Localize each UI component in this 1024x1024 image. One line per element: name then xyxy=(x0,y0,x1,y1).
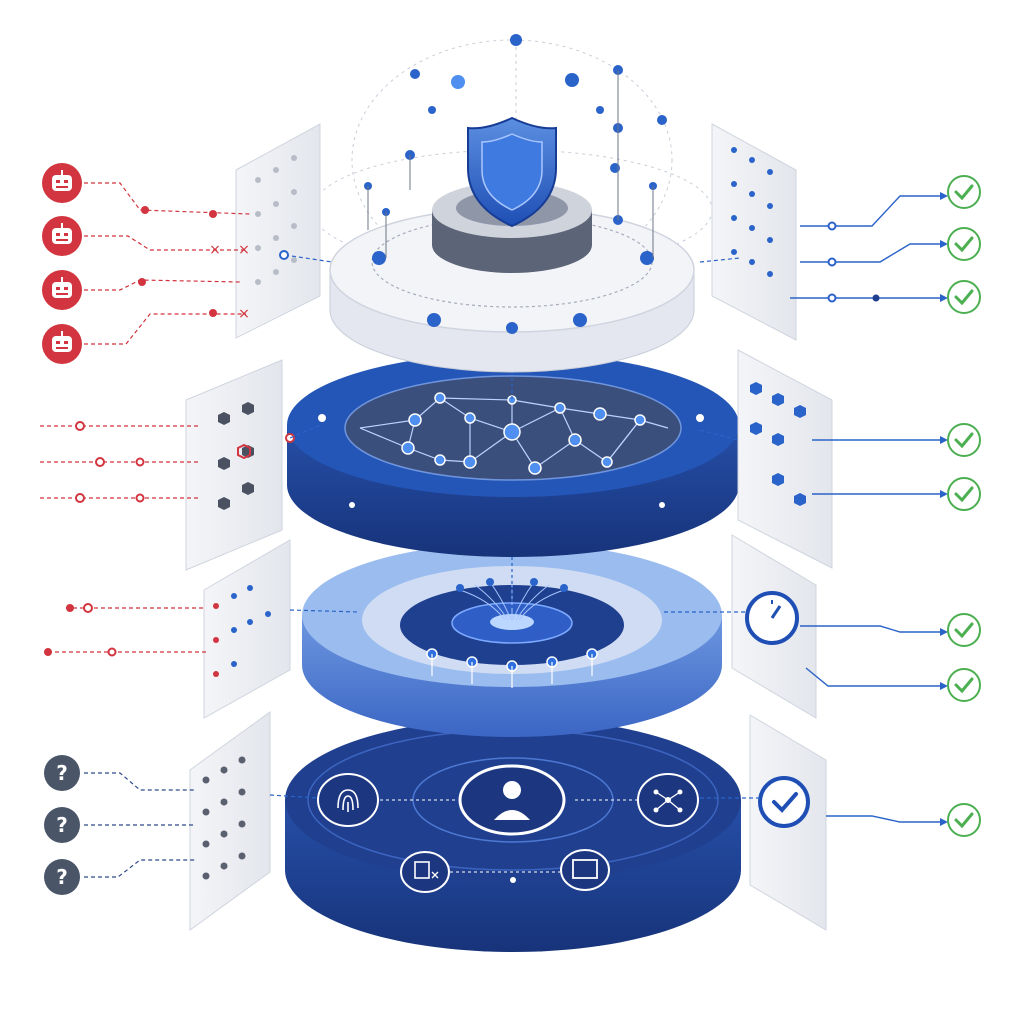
node-graph-icon xyxy=(637,773,699,827)
inner-connectors xyxy=(269,254,760,799)
check-icon-1 xyxy=(947,175,981,209)
threat-icon-2 xyxy=(42,216,82,256)
network-layer xyxy=(287,330,739,557)
check-icon-6 xyxy=(947,613,981,647)
unknown-icon-3: ? xyxy=(44,859,80,895)
data-filter-layer xyxy=(302,515,722,737)
left-panel-2 xyxy=(185,359,283,571)
right-panel-2 xyxy=(737,349,833,569)
unknown-connectors xyxy=(84,772,196,878)
perimeter-layer xyxy=(329,34,695,373)
user-icon xyxy=(458,764,566,836)
funnel-icon xyxy=(459,580,565,621)
check-icon-5 xyxy=(947,477,981,511)
svg-text:×: × xyxy=(209,242,221,258)
check-icon-8 xyxy=(947,803,981,837)
unknown-glyph: ? xyxy=(56,865,68,889)
threat-icon-4 xyxy=(42,324,82,364)
fingerprint-icon xyxy=(317,773,379,827)
svg-text:×: × xyxy=(238,242,250,258)
right-panel-3 xyxy=(731,534,817,719)
output-arrows xyxy=(790,195,940,823)
threat-icon-3 xyxy=(42,270,82,310)
shield-icon xyxy=(467,116,557,228)
output-arrowheads xyxy=(940,192,948,826)
check-icon-3 xyxy=(947,280,981,314)
device-icon xyxy=(400,851,450,893)
check-icon-2 xyxy=(947,227,981,261)
check-icon-4 xyxy=(947,423,981,457)
unknown-icon-1: ? xyxy=(44,755,80,791)
threat-icon-1 xyxy=(42,163,82,203)
unknown-icon-2: ? xyxy=(44,807,80,843)
monitor-icon xyxy=(560,849,610,891)
check-icons xyxy=(947,175,981,837)
right-panel-1 xyxy=(711,123,797,341)
identity-layer xyxy=(285,718,741,952)
check-badge-icon xyxy=(758,776,810,828)
right-panel-4 xyxy=(749,714,827,931)
unknown-glyph: ? xyxy=(56,813,68,837)
check-icon-7 xyxy=(947,668,981,702)
left-panel-3 xyxy=(203,539,291,719)
svg-text:×: × xyxy=(238,306,250,322)
unknown-glyph: ? xyxy=(56,761,68,785)
threat-x-markers: × × × xyxy=(138,206,250,322)
clock-icon xyxy=(745,591,799,645)
left-panel-4 xyxy=(189,711,271,931)
